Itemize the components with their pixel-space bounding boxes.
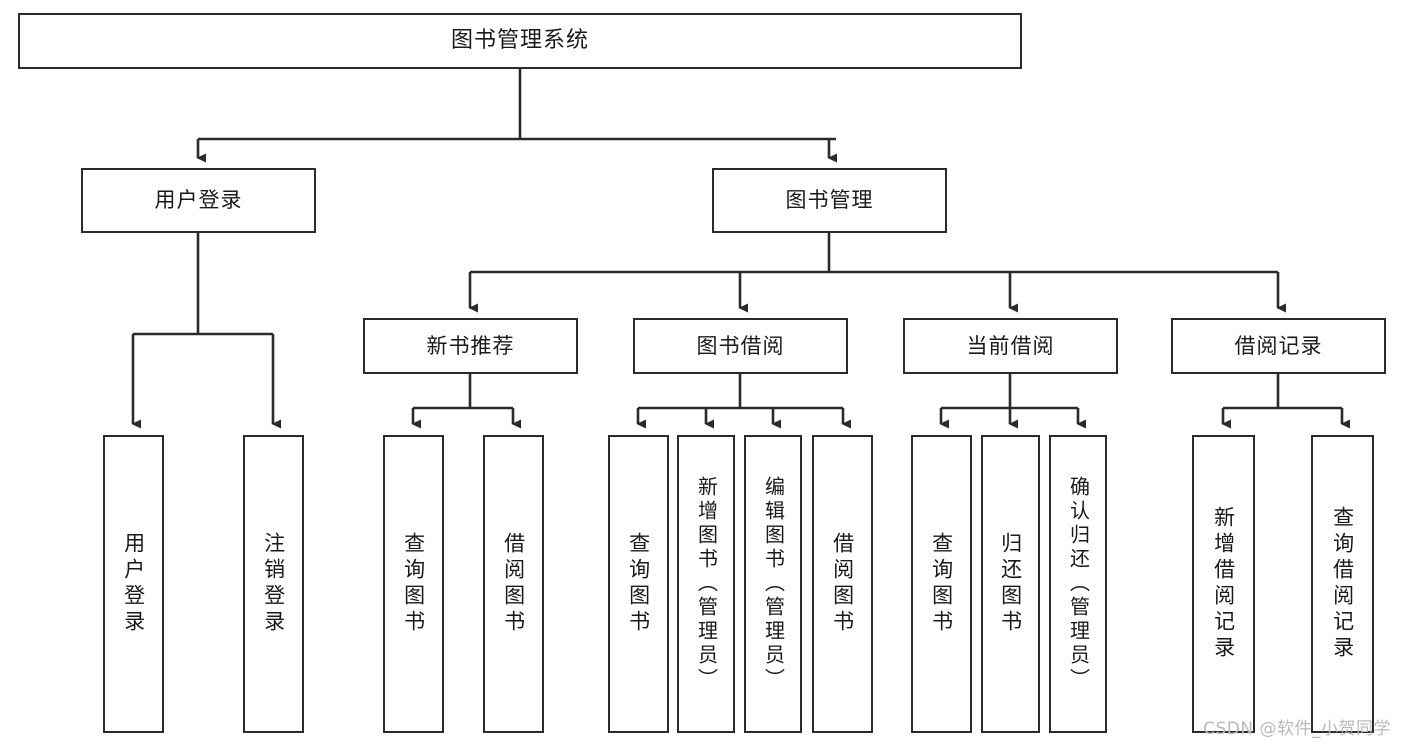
leaf-user-login[interactable]: 用户登录 <box>103 435 164 733</box>
node-label: 借阅图书 <box>501 532 526 636</box>
node-label: 确认归还（管理员） <box>1066 476 1091 692</box>
node-new-book-recommend[interactable]: 新书推荐 <box>363 318 578 374</box>
node-book-borrow[interactable]: 图书借阅 <box>633 318 848 374</box>
node-label: 查询图书 <box>401 532 426 636</box>
node-user-login[interactable]: 用户登录 <box>81 168 316 233</box>
leaf-confirm-return-admin[interactable]: 确认归还（管理员） <box>1049 435 1107 733</box>
leaf-borrow-book[interactable]: 借阅图书 <box>812 435 873 733</box>
node-label: 借阅记录 <box>1234 333 1323 358</box>
node-label: 新书推荐 <box>426 333 515 358</box>
node-label: 图书借阅 <box>696 333 785 358</box>
watermark: CSDN @软件_小贺同学 <box>1203 719 1391 739</box>
node-label: 当前借阅 <box>966 333 1055 358</box>
leaf-logout[interactable]: 注销登录 <box>243 435 304 733</box>
leaf-borrow-book-recommend[interactable]: 借阅图书 <box>483 435 544 733</box>
node-label: 查询图书 <box>626 532 651 636</box>
node-label: 用户登录 <box>154 188 243 213</box>
leaf-query-borrow-record[interactable]: 查询借阅记录 <box>1311 435 1374 733</box>
leaf-return-book[interactable]: 归还图书 <box>981 435 1040 733</box>
node-label: 查询借阅记录 <box>1330 506 1355 662</box>
node-label: 编辑图书（管理员） <box>761 476 786 692</box>
node-borrow-record[interactable]: 借阅记录 <box>1171 318 1386 374</box>
node-label: 用户登录 <box>121 532 146 636</box>
node-label: 新增图书（管理员） <box>694 476 719 692</box>
node-current-borrow[interactable]: 当前借阅 <box>903 318 1118 374</box>
node-label: 借阅图书 <box>830 532 855 636</box>
leaf-query-book-borrow[interactable]: 查询图书 <box>608 435 669 733</box>
leaf-edit-book-admin[interactable]: 编辑图书（管理员） <box>744 435 802 733</box>
node-label: 图书管理 <box>785 188 874 213</box>
node-label: 查询图书 <box>929 532 954 636</box>
leaf-add-book-admin[interactable]: 新增图书（管理员） <box>677 435 735 733</box>
leaf-query-book-current[interactable]: 查询图书 <box>911 435 972 733</box>
leaf-add-borrow-record[interactable]: 新增借阅记录 <box>1192 435 1255 733</box>
node-label: 注销登录 <box>261 532 286 636</box>
node-label: 图书管理系统 <box>450 28 589 54</box>
node-book-management[interactable]: 图书管理 <box>712 168 947 233</box>
node-root-book-management-system[interactable]: 图书管理系统 <box>18 13 1022 69</box>
node-label: 新增借阅记录 <box>1211 506 1236 662</box>
node-label: 归还图书 <box>998 532 1023 636</box>
leaf-query-book-recommend[interactable]: 查询图书 <box>383 435 444 733</box>
